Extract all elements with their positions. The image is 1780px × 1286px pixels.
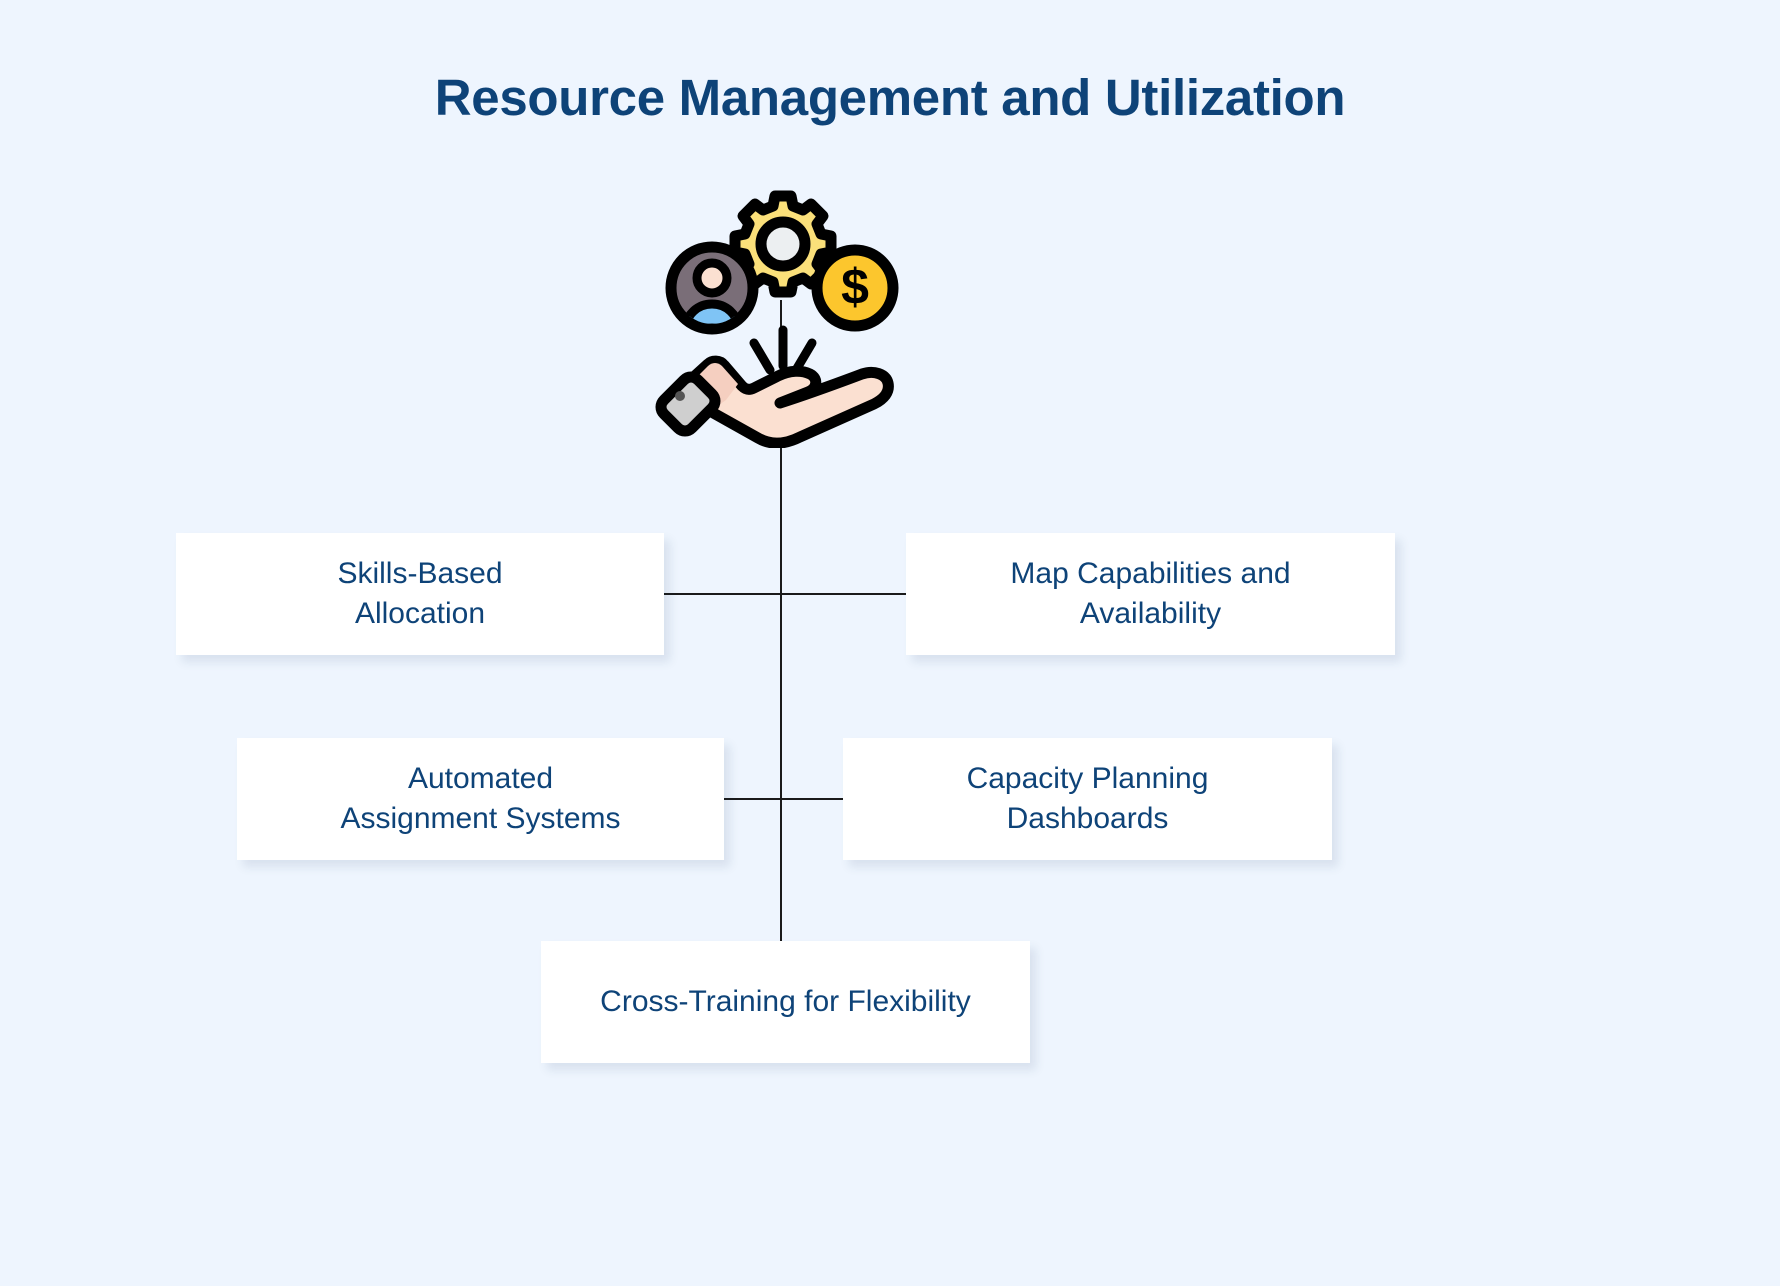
card-label: Map Capabilities and Availability	[1010, 557, 1291, 630]
card-capacity-planning-dashboards[interactable]: Capacity Planning Dashboards	[843, 738, 1332, 860]
card-automated-assignment-systems[interactable]: Automated Assignment Systems	[237, 738, 724, 860]
connector-row1-right	[780, 593, 907, 595]
dollar-coin-icon: $	[811, 244, 899, 332]
connector-row2-right	[780, 798, 844, 800]
card-map-capabilities-and-availability[interactable]: Map Capabilities and Availability	[906, 533, 1395, 655]
hand-holding-resources-icon: $	[650, 188, 920, 449]
gear-icon	[729, 190, 837, 298]
card-skills-based-allocation[interactable]: Skills-Based Allocation	[176, 533, 664, 655]
card-label: Capacity Planning Dashboards	[966, 762, 1209, 835]
card-label: Skills-Based Allocation	[337, 557, 503, 630]
connector-row1-left	[663, 593, 781, 595]
card-cross-training-for-flexibility[interactable]: Cross-Training for Flexibility	[541, 941, 1030, 1063]
person-avatar-icon	[665, 241, 759, 335]
card-label: Automated Assignment Systems	[340, 762, 621, 835]
page-title: Resource Management and Utilization	[434, 69, 1346, 126]
open-hand-icon	[655, 355, 894, 449]
connector-spine-vertical	[780, 300, 782, 945]
svg-text:$: $	[841, 259, 869, 315]
connector-row2-left	[723, 798, 781, 800]
card-label: Cross-Training for Flexibility	[600, 985, 971, 1019]
